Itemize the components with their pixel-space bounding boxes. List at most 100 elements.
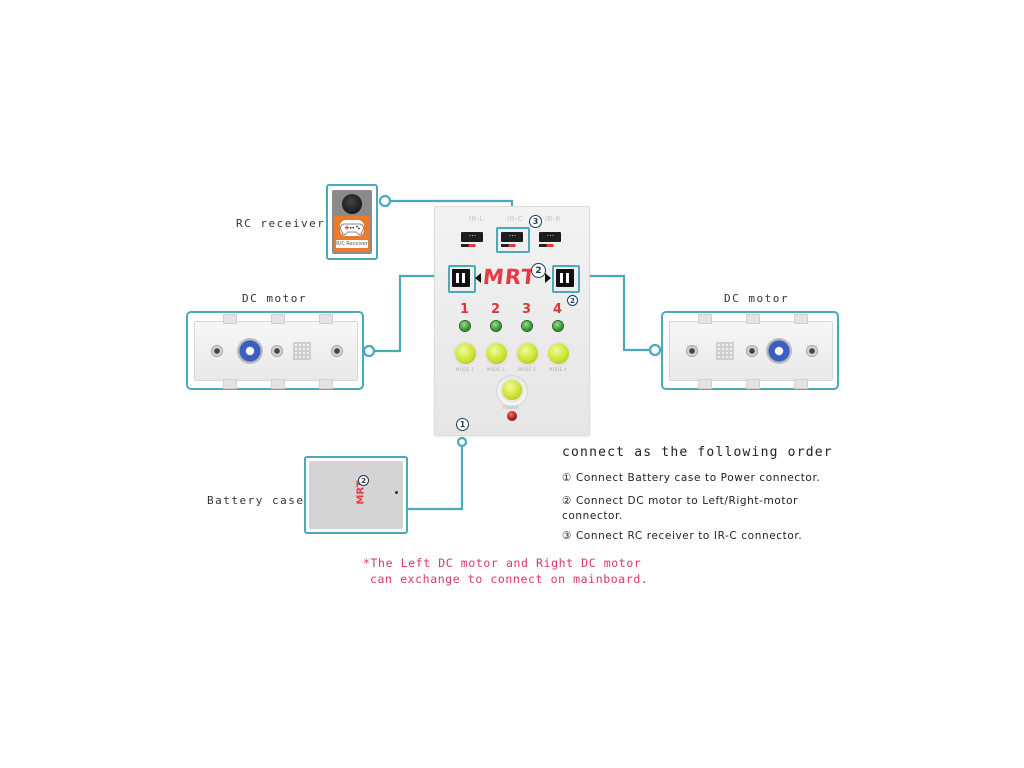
ir-l-strip	[461, 244, 483, 247]
motor-shaft-icon	[237, 338, 263, 364]
motor-tab	[794, 379, 808, 389]
rc-receiver-caption: R/C Receiver	[336, 240, 368, 248]
mode-2-button[interactable]	[486, 343, 507, 364]
rc-antenna-knob	[342, 194, 362, 214]
led-channel-3	[522, 321, 532, 331]
mode-2-caption: MODE 2	[487, 367, 505, 372]
wire-right-motor	[575, 274, 654, 352]
wire-end-right-motor	[648, 343, 662, 357]
instruction-step-2: ② Connect DC motor to Left/Right-motor c…	[562, 494, 832, 524]
motor-tab	[223, 314, 237, 324]
motor-tab	[223, 379, 237, 389]
step-3-number: ③	[562, 530, 573, 542]
channel-number-1: 1	[460, 302, 470, 317]
dc-motor-right	[661, 311, 839, 390]
ir-c-connector	[501, 232, 523, 242]
wire-end-battery	[456, 436, 468, 448]
motor-tab	[319, 314, 333, 324]
header-label-ir-c: IR-C	[507, 215, 524, 223]
wire-battery	[404, 446, 464, 511]
ir-r-connector	[539, 232, 561, 242]
step-3-text: Connect RC receiver to IR-C connector.	[575, 530, 803, 542]
battery-case: MRT 2	[304, 456, 408, 534]
power-button-ring[interactable]	[497, 376, 527, 406]
marker-power: 1	[456, 418, 469, 431]
battery-case-label: Battery case	[207, 494, 305, 507]
led-channel-1	[460, 321, 470, 331]
instruction-step-1: ① Connect Battery case to Power connecto…	[562, 471, 842, 486]
battery-logo-marker: 2	[358, 475, 369, 486]
right-port-arrow-icon	[545, 273, 551, 283]
rc-receiver-body: R/C Receiver	[332, 190, 372, 254]
motor-tab	[319, 379, 333, 389]
motor-tab	[794, 314, 808, 324]
power-caption: POWER	[503, 405, 520, 410]
right-motor-port	[556, 269, 574, 287]
motor-shaft-icon	[766, 338, 792, 364]
battery-case-body: MRT 2	[309, 461, 403, 529]
step-1-number: ①	[562, 472, 573, 484]
motor-tab	[271, 379, 285, 389]
qr-code-icon	[293, 342, 311, 360]
motor-tab	[271, 314, 285, 324]
instruction-step-3: ③ Connect RC receiver to IR-C connector.	[562, 529, 842, 544]
channel-number-4: 4	[553, 302, 563, 317]
mount-hole-icon	[746, 345, 758, 357]
rc-receiver: R/C Receiver	[326, 184, 378, 260]
ir-l-connector	[461, 232, 483, 242]
ir-c-strip	[501, 244, 523, 247]
left-motor-port	[452, 269, 470, 287]
led-channel-2	[491, 321, 501, 331]
mode-4-caption: MODE 4	[549, 367, 567, 372]
dc-motor-left-body	[194, 314, 358, 389]
header-label-ir-r: IR-R	[545, 215, 562, 223]
main-board: IR-L IR-C IR-R 3 MRT 2 2 1 2 3 4 MODE 1 …	[434, 206, 590, 436]
step-2-number: ②	[562, 495, 573, 507]
mode-1-caption: MODE 1	[456, 367, 474, 372]
note-line-2: can exchange to connect on mainboard.	[370, 572, 649, 586]
power-led	[507, 411, 517, 421]
qr-code-icon	[716, 342, 734, 360]
led-channel-4	[553, 321, 563, 331]
channel-number-2: 2	[491, 302, 501, 317]
motor-tab	[698, 379, 712, 389]
instructions-title: connect as the following order	[562, 445, 833, 460]
left-port-arrow-icon	[475, 273, 481, 283]
mount-hole-icon	[211, 345, 223, 357]
header-label-ir-l: IR-L	[469, 215, 485, 223]
marker-logo: 2	[531, 263, 546, 278]
mount-hole-icon	[271, 345, 283, 357]
motor-tab	[746, 379, 760, 389]
mount-hole-icon	[686, 345, 698, 357]
ir-r-strip	[539, 244, 561, 247]
marker-ir-c: 3	[529, 215, 542, 228]
channel-number-3: 3	[522, 302, 532, 317]
dc-motor-left-label: DC motor	[242, 292, 307, 305]
ir-c-highlight	[496, 227, 530, 253]
step-2-text: Connect DC motor to Left/Right-motor con…	[562, 495, 799, 522]
rc-receiver-label: RC receiver	[236, 217, 326, 230]
wire-left-motor	[375, 274, 449, 353]
wire-end-rc	[378, 194, 392, 208]
note-line-1: *The Left DC motor and Right DC motor	[363, 556, 642, 570]
mount-hole-icon	[331, 345, 343, 357]
step-1-text: Connect Battery case to Power connector.	[575, 472, 821, 484]
board-logo: MRT	[481, 265, 538, 289]
battery-switch-dot	[395, 491, 398, 494]
rc-receiver-plate: R/C Receiver	[334, 216, 370, 252]
power-button[interactable]	[502, 380, 522, 400]
mount-hole-icon	[806, 345, 818, 357]
dc-motor-right-label: DC motor	[724, 292, 789, 305]
mode-3-caption: MODE 3	[518, 367, 536, 372]
motor-tab	[698, 314, 712, 324]
mode-3-button[interactable]	[517, 343, 538, 364]
mode-1-button[interactable]	[455, 343, 476, 364]
wire-end-left-motor	[362, 344, 376, 358]
dc-motor-right-body	[669, 314, 833, 389]
marker-right-motor-port: 2	[567, 295, 578, 306]
gamepad-icon	[340, 220, 364, 236]
dc-motor-left	[186, 311, 364, 390]
mode-4-button[interactable]	[548, 343, 569, 364]
right-motor-port-highlight	[552, 265, 580, 293]
